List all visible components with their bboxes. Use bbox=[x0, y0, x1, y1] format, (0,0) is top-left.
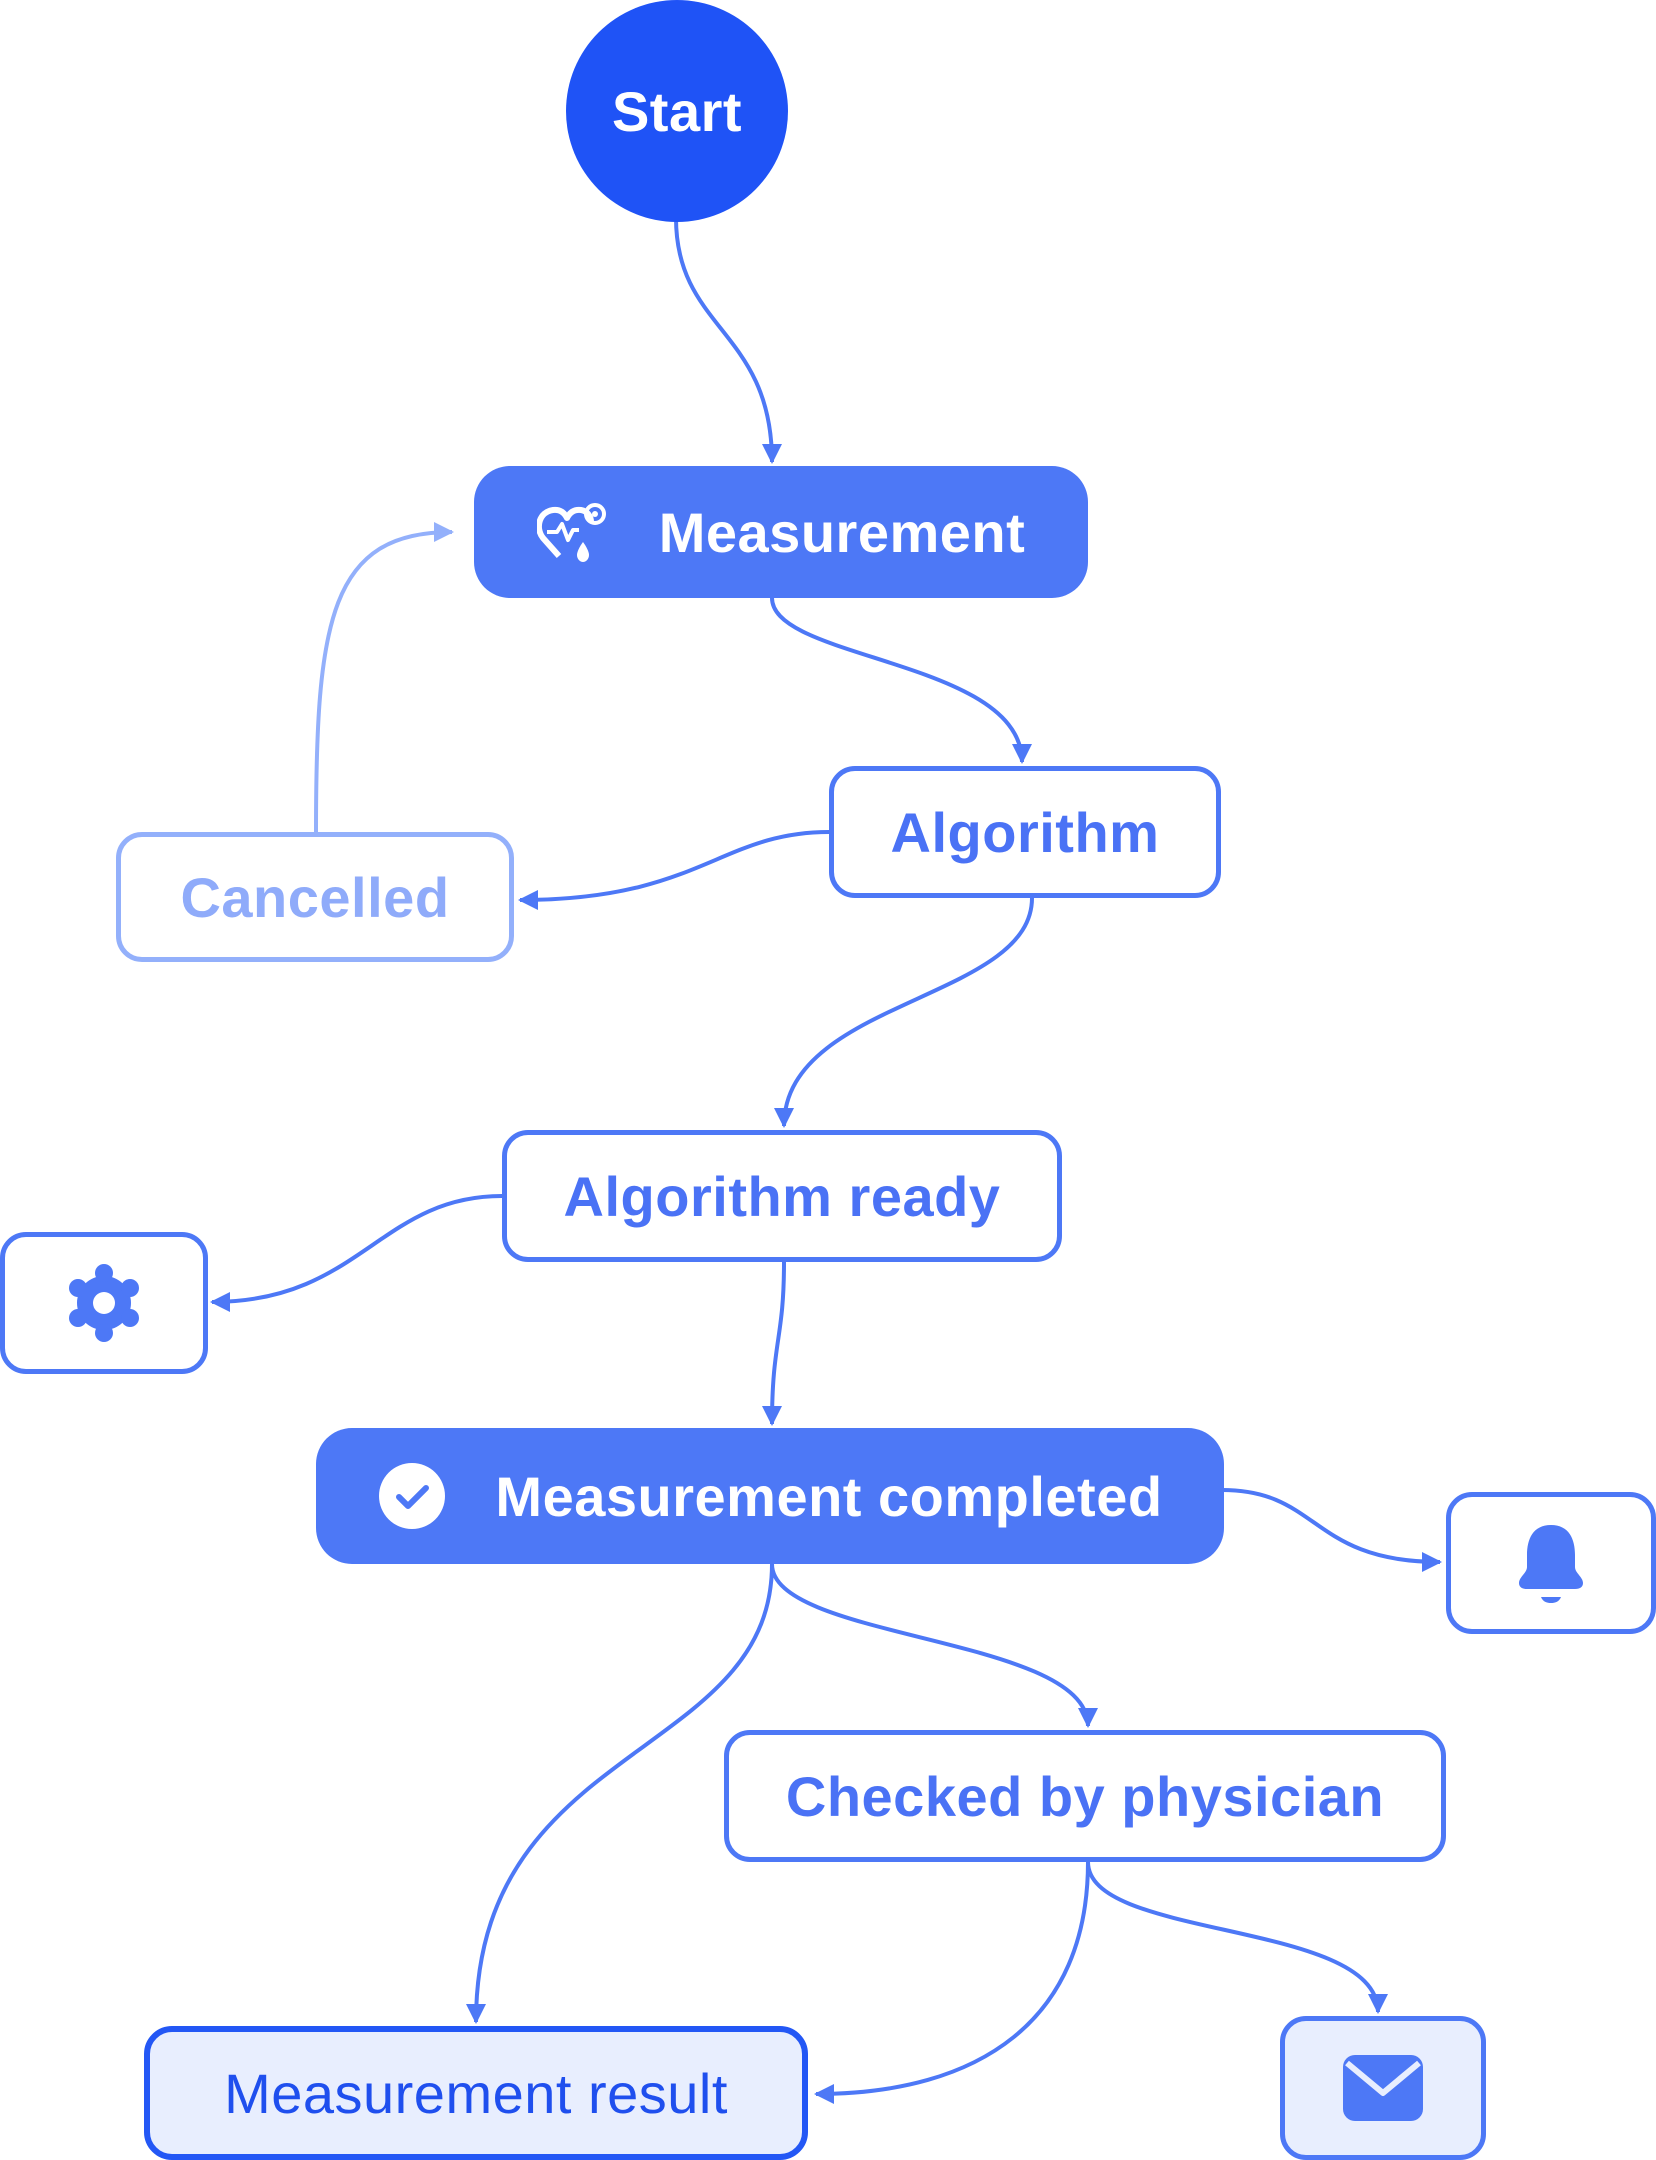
algorithm-ready-label: Algorithm ready bbox=[563, 1164, 1001, 1228]
edge-completed-result bbox=[466, 1563, 774, 2024]
message-node[interactable] bbox=[1280, 2016, 1486, 2160]
cancelled-label: Cancelled bbox=[180, 865, 450, 929]
measurement-label: Measurement bbox=[658, 500, 1026, 564]
measurement-result-label: Measurement result bbox=[224, 2061, 728, 2125]
measurement-node[interactable]: Measurement bbox=[474, 466, 1088, 598]
algorithm-ready-node[interactable]: Algorithm ready bbox=[502, 1130, 1062, 1262]
settings-node[interactable] bbox=[0, 1232, 208, 1374]
heart-pulse-icon bbox=[536, 500, 607, 564]
edge-algorithm-cancelled bbox=[518, 830, 830, 910]
checked-by-physician-node[interactable]: Checked by physician bbox=[724, 1730, 1446, 1862]
envelope-icon bbox=[1341, 2053, 1425, 2123]
checked-by-physician-label: Checked by physician bbox=[785, 1764, 1385, 1828]
cancelled-node[interactable]: Cancelled bbox=[116, 832, 514, 962]
algorithm-node[interactable]: Algorithm bbox=[829, 766, 1221, 898]
edge-ready-completed bbox=[762, 1261, 786, 1426]
edge-physician-result bbox=[814, 1861, 1090, 2104]
edge-physician-envelope bbox=[1086, 1861, 1388, 2014]
edge-ready-gear bbox=[210, 1194, 503, 1312]
edge-completed-physician bbox=[770, 1563, 1098, 1728]
start-label: Start bbox=[611, 79, 743, 143]
edge-cancelled-measurement bbox=[314, 522, 454, 833]
measurement-result-node[interactable]: Measurement result bbox=[144, 2026, 808, 2160]
bell-icon bbox=[1513, 1521, 1589, 1605]
gear-icon bbox=[64, 1263, 144, 1343]
algorithm-label: Algorithm bbox=[890, 800, 1160, 864]
measurement-completed-node[interactable]: Measurement completed bbox=[316, 1428, 1224, 1564]
edge-completed-bell bbox=[1221, 1488, 1442, 1572]
measurement-completed-label: Measurement completed bbox=[495, 1464, 1163, 1528]
edge-start-measurement bbox=[674, 217, 782, 464]
edge-algorithm-ready bbox=[774, 897, 1034, 1128]
edge-measurement-algorithm bbox=[770, 597, 1032, 764]
start-node[interactable]: Start bbox=[566, 0, 788, 222]
check-circle-icon bbox=[377, 1461, 447, 1531]
notification-node[interactable] bbox=[1446, 1492, 1656, 1634]
